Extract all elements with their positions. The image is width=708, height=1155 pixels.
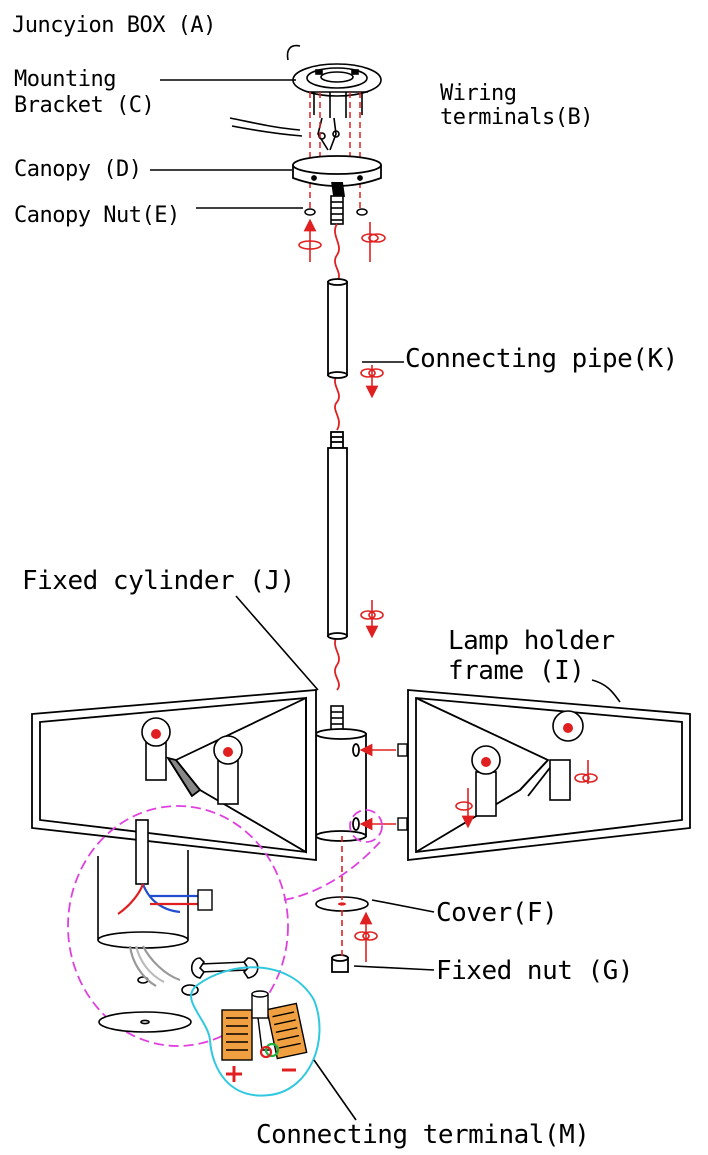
threaded-nipple: [330, 195, 344, 225]
terminal-block-left: [221, 1009, 253, 1061]
label-canopy: Canopy (D): [14, 157, 142, 182]
detail-cylinder: [97, 819, 189, 984]
fixed-nut: [331, 954, 349, 973]
label-connecting-terminal: Connecting terminal(M): [256, 1120, 590, 1150]
label-wiring-terminals-line1: Wiring: [440, 81, 517, 106]
terminal-connector: [251, 990, 280, 1059]
lamp-left-2: [213, 735, 243, 805]
terminal-block-right: [266, 1002, 308, 1060]
plus-sign: [226, 1066, 242, 1082]
frame-pegs: [397, 743, 408, 831]
detail-cover: [98, 1011, 192, 1033]
wire: [334, 223, 340, 691]
label-lamp-holder-frame-line2: frame (I): [448, 656, 585, 686]
label-connecting-pipe: Connecting pipe(K): [405, 344, 678, 374]
detail-wires: [117, 883, 213, 987]
label-lamp-holder-frame-line1: Lamp holder: [448, 626, 615, 656]
label-mounting-bracket-line1: Mounting: [14, 67, 116, 92]
lamp-frame-right: [407, 689, 691, 862]
label-wiring-terminals-line2: terminals(B): [440, 105, 593, 130]
connecting-pipe-upper: [327, 278, 348, 379]
canopy-nuts: [304, 208, 368, 216]
lamp-right-1: [471, 745, 501, 817]
leader-lines: [150, 79, 621, 1121]
wrench-icon: [190, 957, 259, 979]
label-mounting-bracket-line2: Bracket (C): [14, 93, 155, 118]
connecting-pipe-lower: [327, 431, 348, 640]
fixed-cylinder: [315, 728, 367, 842]
lamp-right-2: [549, 710, 584, 801]
junction-box: [286, 44, 382, 97]
label-canopy-nut: Canopy Nut(E): [14, 203, 180, 228]
detail-callout: [67, 805, 383, 1047]
label-fixed-nut: Fixed nut (G): [436, 956, 634, 986]
lamp-left-1: [141, 717, 171, 781]
label-junction-box: Juncyion BOX (A): [12, 13, 216, 38]
alignment-lines: [309, 92, 361, 210]
rotation-arrows-top: [298, 218, 386, 262]
canopy: [292, 155, 382, 197]
cylinder-nipple: [330, 705, 344, 733]
rotation-arrows-pipe: [360, 365, 384, 639]
mounting-bracket: [229, 91, 368, 151]
bottom-arrows: [341, 836, 378, 962]
terminal-callout: [190, 966, 321, 1097]
label-fixed-cylinder: Fixed cylinder (J): [22, 566, 295, 596]
lamp-frame-left: [31, 689, 317, 862]
label-cover: Cover(F): [436, 898, 558, 928]
